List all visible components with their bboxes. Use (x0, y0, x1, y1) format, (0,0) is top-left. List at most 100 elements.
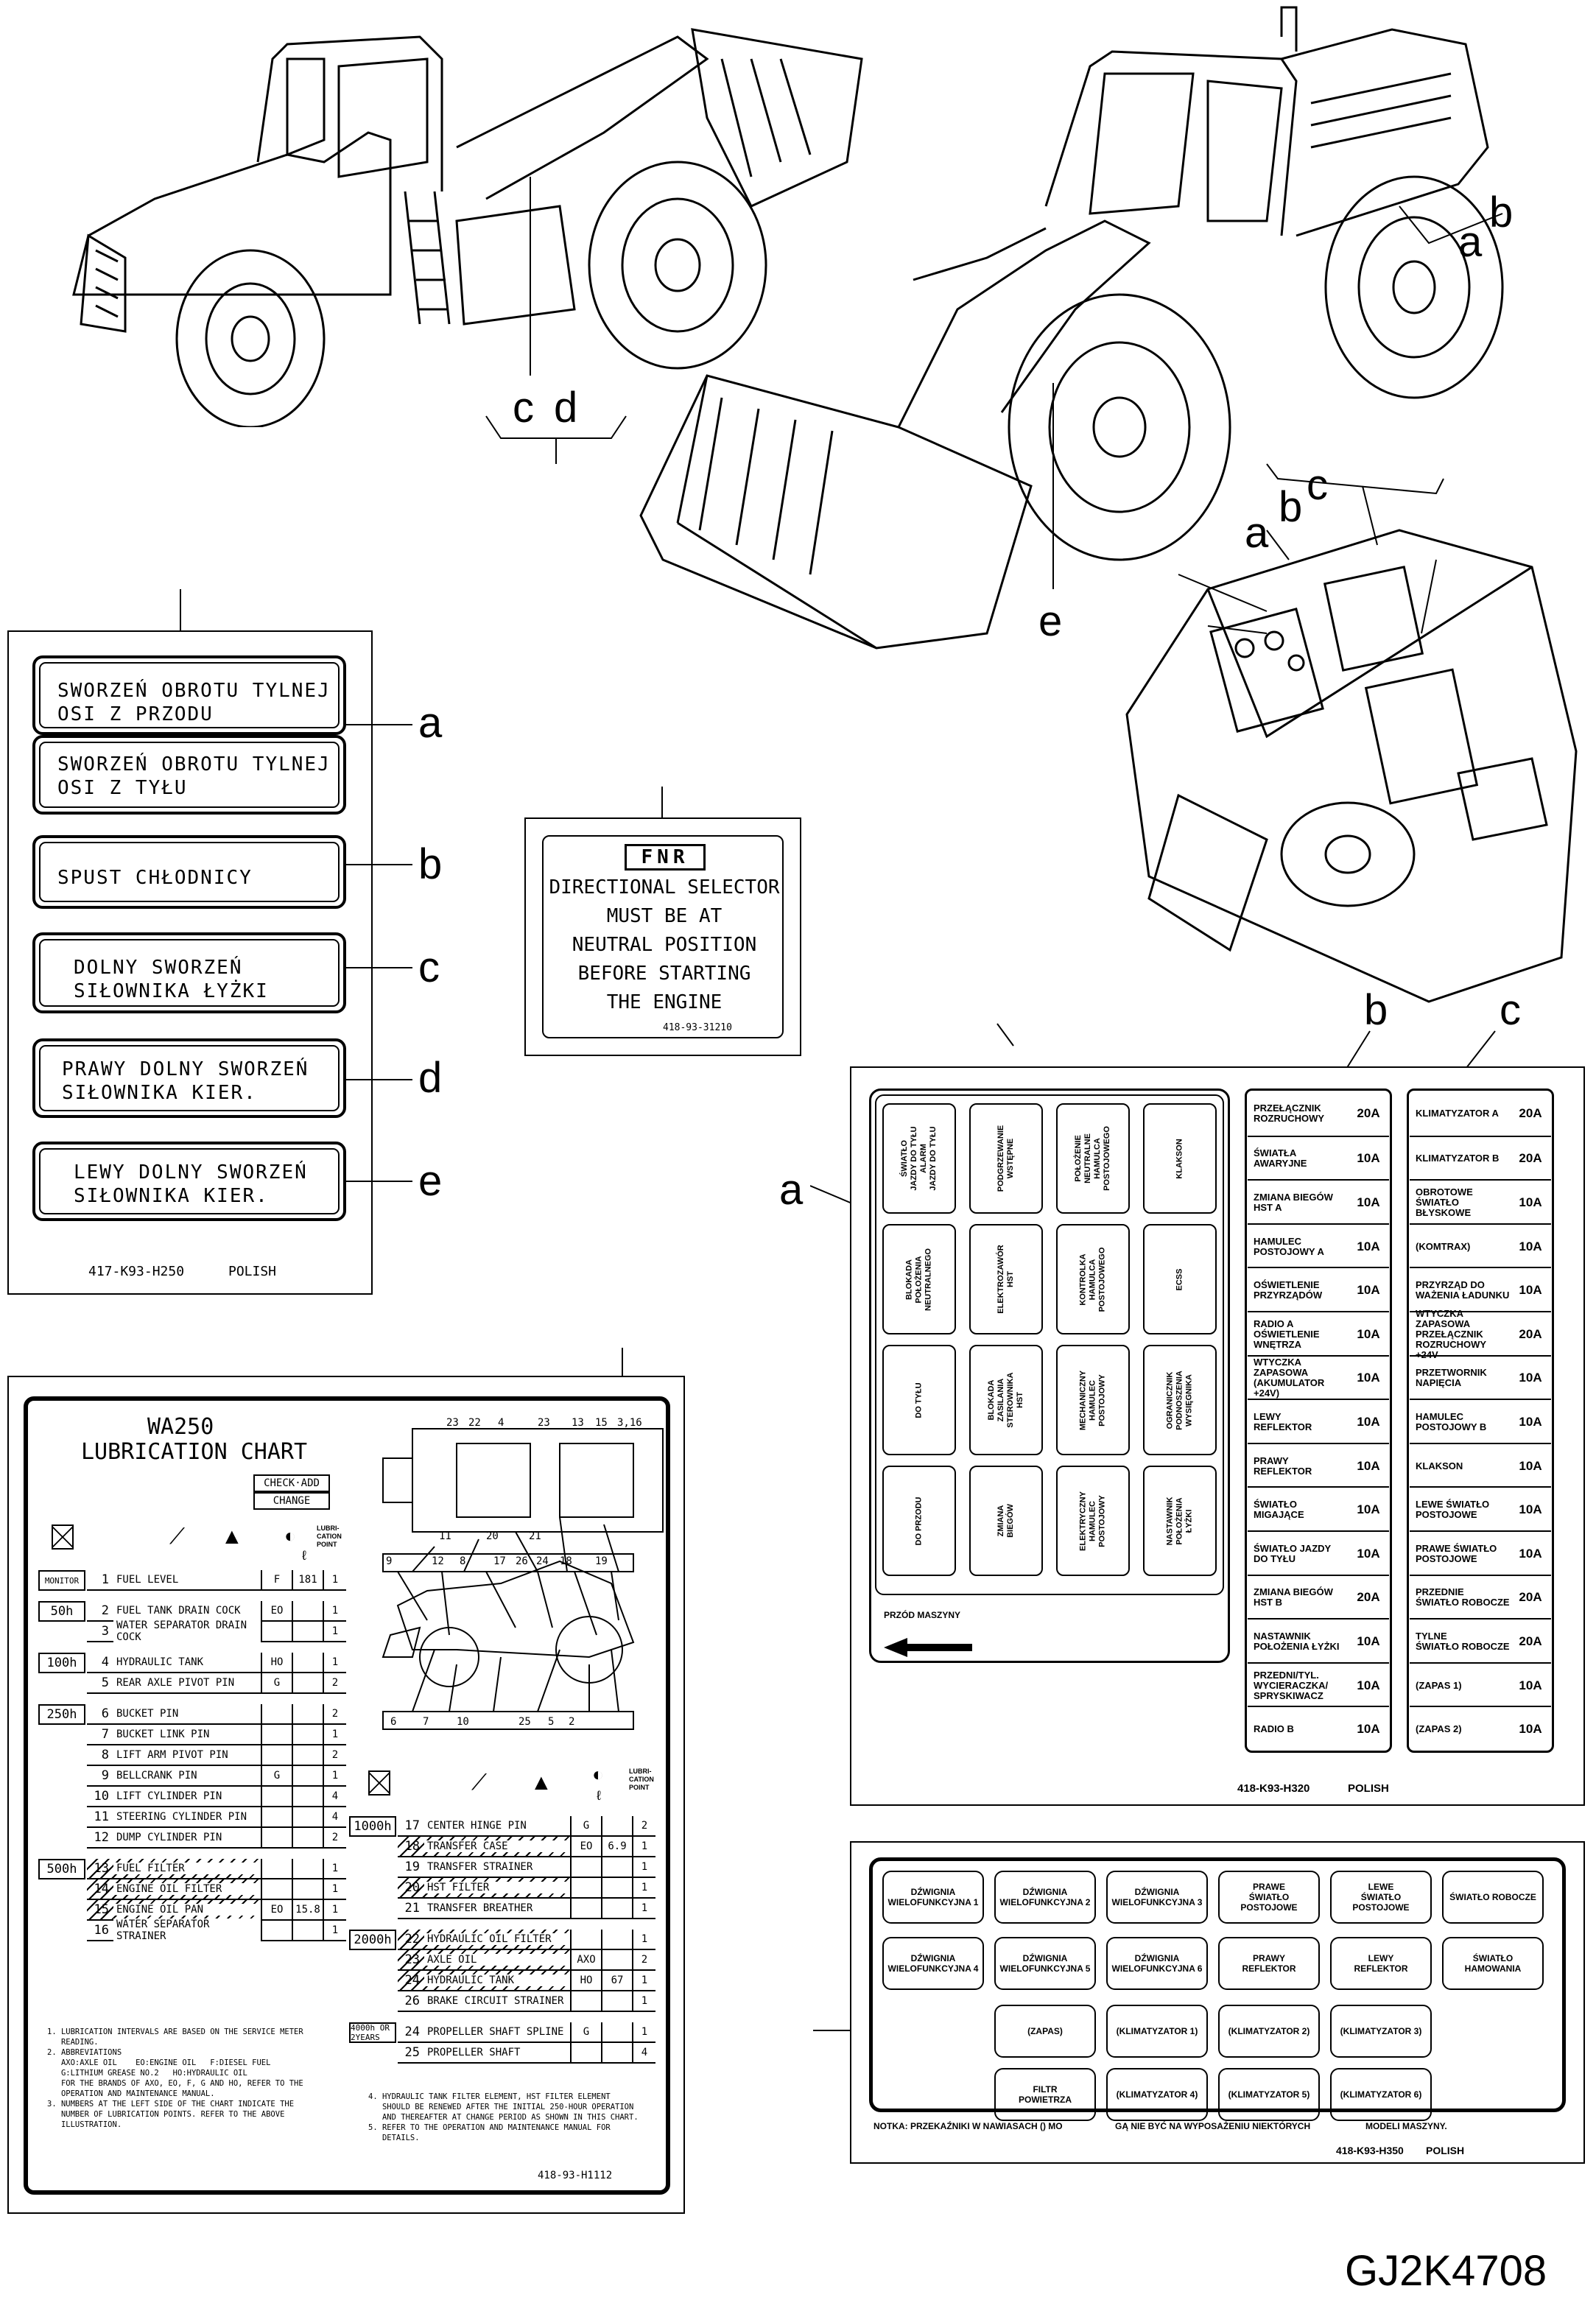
control-panel-block (869, 1857, 1566, 2112)
relay-label: ZMIANA BIEGÓW (996, 1504, 1015, 1538)
lube-row-qty (601, 1878, 632, 1897)
diagram-callout-number: 21 (529, 1530, 541, 1542)
relay-cell: KONTROLKA HAMULCA POSTOJOWEGO (1056, 1224, 1130, 1334)
fuse-amps: 20A (1519, 1633, 1542, 1648)
polish-letter-b: b (418, 840, 443, 888)
fuse-column-c (1407, 1089, 1554, 1753)
lube-row-name: FUEL TANK DRAIN COCK (113, 1605, 261, 1617)
lube-oilcan-icon: ▲ (221, 1524, 243, 1549)
relay-label: DO TYŁU (914, 1382, 924, 1418)
fuse-amps: 10A (1519, 1458, 1542, 1473)
interval-tag: 100h (38, 1653, 85, 1673)
fuse-amps: 10A (1357, 1458, 1380, 1473)
lube-row-name: CENTER HINGE PIN (424, 1820, 570, 1832)
lube-row-num: 13 (94, 1861, 109, 1876)
lube-row-points: 2 (323, 1704, 346, 1723)
relay-cell: PODGRZEWANIE WSTĘPNE (969, 1103, 1043, 1214)
control-panel-part-no: 418-K93-H350 (1336, 2145, 1404, 2156)
relay-cell: BLOKADA ZASILANIA STEROWNIKA HST (969, 1345, 1043, 1455)
lube-row-type (261, 1879, 292, 1899)
lube-row-num: 17 (404, 1818, 420, 1833)
label-prawy-dolny (32, 1038, 346, 1118)
fuse-row: (ZAPAS 2)10A (1410, 1706, 1551, 1751)
lube-row-num: 16 (94, 1923, 109, 1938)
relay-cell: NASTAWNIK POŁOŻENIA ŁYŻKI (1143, 1466, 1217, 1576)
fnr-badge: FNR (625, 844, 706, 871)
lube-row-type (261, 1859, 292, 1878)
fuse-name: TYLNE ŚWIATŁO ROBOCZE (1416, 1630, 1510, 1652)
lube-row-points: 2 (323, 1745, 346, 1765)
lube-row-qty (292, 1879, 323, 1899)
lube-row-qty (292, 1601, 323, 1620)
lube-row-num: 12 (94, 1830, 109, 1845)
fuse-name: (KOMTRAX) (1416, 1240, 1471, 1252)
lube-row-qty (292, 1745, 323, 1765)
pointer-letter-e: e (1038, 597, 1063, 645)
change-box: CHANGE (253, 1492, 330, 1510)
diagram-callout-number: 23 (446, 1417, 459, 1429)
lube-row-num: 8 (101, 1748, 109, 1762)
lube-drop-icon: ◐ (284, 1524, 296, 1547)
fuse-amps: 10A (1519, 1546, 1542, 1561)
fuse-column-b (1245, 1089, 1392, 1753)
fnr-leader (661, 787, 663, 820)
lube-row-type (570, 2043, 601, 2062)
control-panel-lang: POLISH (1426, 2145, 1465, 2156)
fuse-amps: 10A (1357, 1678, 1380, 1692)
fnr-warning-text: DIRECTIONAL SELECTOR MUST BE AT NEUTRAL … (549, 876, 780, 1013)
lube-row-points: 1 (323, 1900, 346, 1919)
relay-cell: ELEKTRYCZNY HAMULEC POSTOJOWY (1056, 1466, 1130, 1576)
lube-row-type (261, 1704, 292, 1723)
relay-cell: ŚWIATŁO JAZDY DO TYŁU ALARM JAZDY DO TYŁ… (882, 1103, 956, 1214)
diagram-callout-number: 23 (538, 1417, 550, 1429)
control-panel-leader (813, 2030, 850, 2031)
lube-row-name: WATER SEPARATOR DRAIN COCK (113, 1620, 261, 1643)
lube-row-name: FUEL FILTER (113, 1863, 261, 1874)
label-lewy-dolny (32, 1142, 346, 1221)
polish-letter-a: a (418, 699, 443, 747)
interval-tag: 250h (38, 1704, 85, 1725)
lube-row-type: G (261, 1766, 292, 1785)
diagram-callout-number: 10 (457, 1716, 469, 1728)
lube-row-name: FUEL LEVEL (113, 1574, 261, 1586)
control-relay: (KLIMATYZATOR 5) (1218, 2068, 1320, 2121)
lube-row-num: 25 (404, 2045, 420, 2060)
control-relay: DŹWIGNIA WIELOFUNKCYJNA 6 (1106, 1937, 1208, 1990)
fuse-name: ŚWIATŁO MIGAJĄCE (1254, 1499, 1304, 1521)
lube-row-name: PROPELLER SHAFT SPLINE (424, 2026, 570, 2038)
loader-left-view-illustration (72, 28, 863, 427)
polish-letter-c: c (418, 943, 440, 991)
fuse-amps: 10A (1357, 1546, 1380, 1561)
lube-row-num: 5 (101, 1675, 109, 1690)
fuse-amps: 10A (1357, 1722, 1380, 1737)
lube-row-qty (601, 1899, 632, 1918)
relay-cell: ELEKTROZAWÓR HST (969, 1224, 1043, 1334)
pointer-letter-c-cab: c (1307, 461, 1328, 509)
fuse-amps: 20A (1357, 1590, 1380, 1605)
fuse-panel-lang: POLISH (1348, 1782, 1389, 1795)
fuse-amps: 10A (1519, 1502, 1542, 1517)
pointer-letter-d: d (554, 384, 578, 432)
lube-row-qty (292, 1787, 323, 1806)
lube-right-oilcan-icon: ▲ (530, 1770, 552, 1795)
lube-row-qty (601, 1857, 632, 1877)
interval-tag: 50h (38, 1601, 85, 1622)
fuse-letter-a: a (779, 1166, 804, 1214)
lube-row-name: ENGINE OIL PAN (113, 1904, 261, 1916)
label-sworzen-obrotu-tyl (32, 735, 346, 815)
diagram-callout-number: 5 (548, 1716, 555, 1728)
fuse-amps: 10A (1357, 1414, 1380, 1429)
lube-row-num: 7 (101, 1727, 109, 1742)
lube-row-points: 1 (323, 1601, 346, 1620)
